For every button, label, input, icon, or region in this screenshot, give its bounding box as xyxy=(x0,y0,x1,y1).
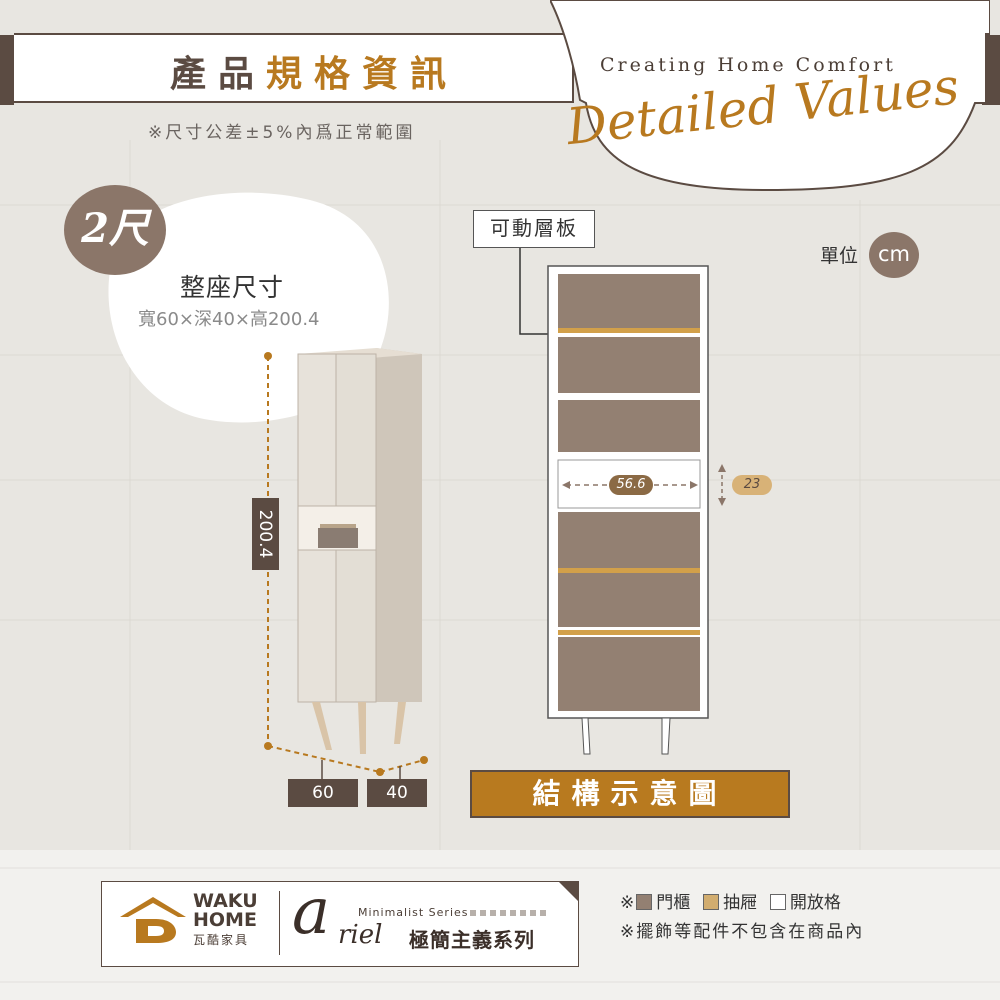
drawer-swatch xyxy=(703,894,720,910)
product-spec-panel: 產品規格資訊 ※尺寸公差±5%內爲正常範圍 Creating Home Comf… xyxy=(0,0,1000,850)
lower-right-door xyxy=(335,549,377,703)
door-panel xyxy=(558,573,700,627)
inner-height-label: 23 xyxy=(732,475,772,495)
title-box xyxy=(14,33,574,103)
brand-card xyxy=(101,881,579,967)
footer-texture xyxy=(0,867,1000,983)
tolerance-note: ※尺寸公差±5%內爲正常範圍 xyxy=(148,123,416,143)
door-panel xyxy=(558,337,700,393)
adjustable-shelf xyxy=(558,328,700,333)
adjustable-shelf xyxy=(558,630,700,635)
cabinet-illustration xyxy=(264,348,428,780)
brand-subtitle: 瓦酷家具 xyxy=(193,933,250,947)
lower-left-door xyxy=(297,549,337,703)
legend: ※門櫃 抽屜 開放格 xyxy=(620,893,841,913)
inner-width-label: 56.6 xyxy=(609,475,653,495)
series-cn: 極簡主義系列 xyxy=(409,928,535,952)
waku-home-logo-icon xyxy=(120,897,186,943)
overall-size-title: 整座尺寸 xyxy=(180,273,285,302)
overall-size-dims: 寬60×深40×高200.4 xyxy=(138,309,320,330)
adjustable-shelf-tag: 可動層板 xyxy=(473,210,595,248)
card-corner xyxy=(558,881,579,902)
adjustable-shelf xyxy=(558,568,700,573)
door-panel xyxy=(558,400,700,452)
structure-diagram-banner: 結構示意圖 xyxy=(470,770,790,818)
series-dots xyxy=(470,910,548,916)
height-dimension-label: 200.4 xyxy=(252,498,279,570)
door-panel xyxy=(558,637,700,711)
upper-left-door xyxy=(297,353,337,507)
tagline-bowl-shape xyxy=(550,0,990,192)
open-swatch xyxy=(769,894,786,910)
upper-right-door xyxy=(335,353,377,507)
depth-dimension-label: 40 xyxy=(367,779,427,807)
door-panel xyxy=(558,512,700,568)
brand-divider xyxy=(279,891,280,955)
accessories-note: ※擺飾等配件不包含在商品內 xyxy=(620,922,865,942)
unit-label: 單位 xyxy=(820,245,859,267)
unit-badge: cm xyxy=(869,232,919,278)
page-title: 產品規格資訊 xyxy=(170,53,459,95)
series-script-rest: riel xyxy=(338,920,383,950)
size-badge: 2尺 xyxy=(64,185,166,275)
header-left-bar xyxy=(0,35,14,105)
door-swatch xyxy=(636,894,653,910)
series-en: Minimalist Series xyxy=(358,906,469,919)
width-dimension-label: 60 xyxy=(288,779,358,807)
series-script-a: a xyxy=(292,875,331,949)
structure-diagram xyxy=(519,248,726,755)
door-panel xyxy=(558,274,700,328)
tagline: Creating Home Comfort xyxy=(600,54,896,76)
